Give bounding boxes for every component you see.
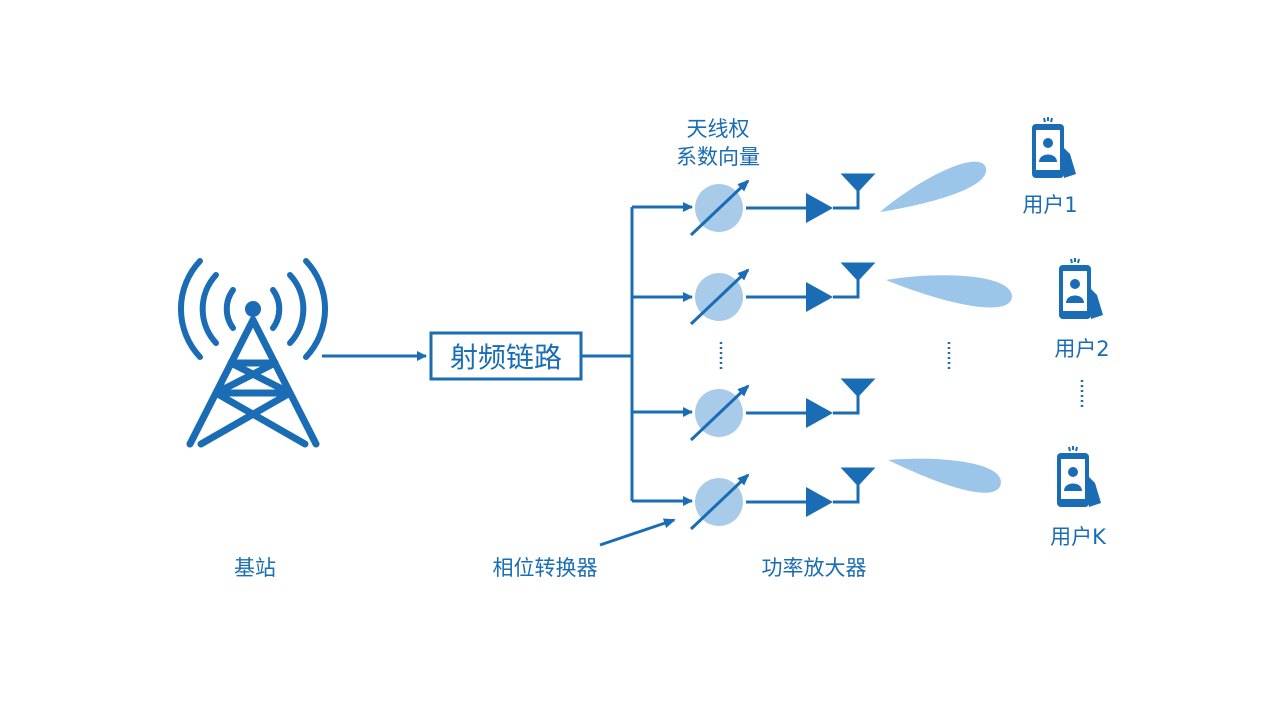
antenna-icon [833, 173, 876, 210]
amplifier-triangle-icon [806, 398, 833, 428]
smartphone-user-icon [1059, 258, 1103, 319]
smartphone-user-icon [1057, 446, 1101, 507]
weight-vector-label-line2: 系数向量 [676, 145, 760, 169]
user-2: 用户2 [1054, 258, 1110, 361]
radio-tower-icon [177, 258, 329, 448]
smartphone-user-icon [1032, 117, 1076, 178]
phase-shifter-icon [689, 473, 750, 531]
beam-lobe [886, 275, 1012, 308]
antenna-icon [833, 378, 876, 415]
beam-lobe [880, 161, 987, 212]
base-station-label: 基站 [234, 556, 276, 580]
amplifier-triangle-icon [806, 487, 833, 517]
antenna-icon [833, 467, 876, 504]
phase-shifter-pointer [599, 518, 676, 547]
rf-chain-label: 射频链路 [450, 341, 562, 374]
user-1-label: 用户1 [1022, 193, 1077, 217]
phase-shifter-icon [689, 384, 750, 442]
user-2-label: 用户2 [1054, 337, 1109, 361]
antenna-icon [833, 262, 876, 299]
signal-waves-icon [177, 258, 329, 360]
amplifier-triangle-icon [806, 282, 833, 312]
branch-3 [689, 378, 876, 442]
feed-network [581, 202, 693, 506]
phase-shifter-icon [689, 268, 750, 326]
user-k: 用户K [1050, 446, 1107, 549]
user-1: 用户1 [1022, 117, 1078, 217]
user-k-label: 用户K [1050, 525, 1107, 549]
ellipsis-dots [719, 342, 1084, 407]
rf-chain-box: 射频链路 [429, 331, 583, 381]
power-amplifier-label: 功率放大器 [762, 556, 867, 580]
branch-2 [689, 262, 1012, 326]
phase-shifter-label: 相位转换器 [493, 556, 598, 580]
branch-4 [689, 458, 1001, 531]
beam-lobe [888, 458, 1001, 493]
phase-shifter-icon [689, 179, 750, 237]
weight-vector-label-line1: 天线权 [687, 117, 750, 141]
branch-1 [689, 161, 987, 237]
amplifier-triangle-icon [806, 193, 833, 223]
